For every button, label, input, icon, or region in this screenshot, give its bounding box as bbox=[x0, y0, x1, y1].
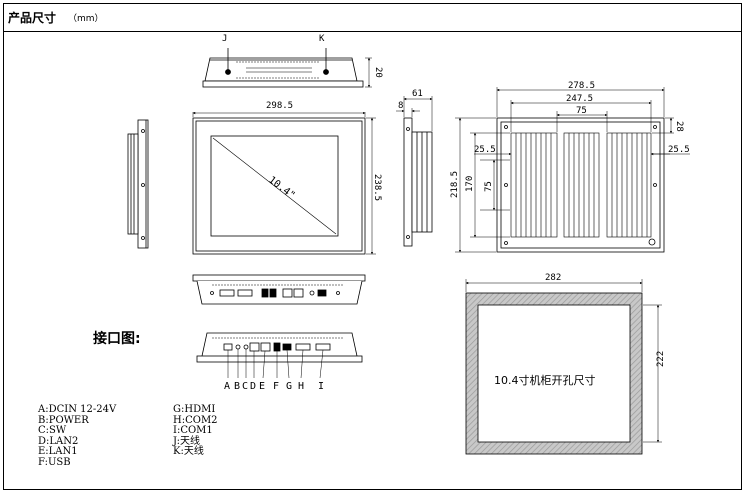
legend-item-a: A:DCIN 12-24V bbox=[38, 404, 117, 415]
side-depth-dim: 61 bbox=[412, 89, 423, 99]
port-letters: A B C D E F G H I bbox=[224, 381, 324, 392]
left-side-view bbox=[127, 119, 149, 249]
heatsink-right bbox=[606, 132, 652, 238]
legend-item-h: H:COM2 bbox=[173, 414, 218, 426]
port-letter-e: E bbox=[259, 381, 265, 392]
legend-column-2: G:HDMI H:COM2 I:COM1 J:天线 K:天线 bbox=[173, 404, 218, 458]
rear-view bbox=[455, 87, 690, 253]
top-view bbox=[202, 48, 372, 88]
port-e-lan1 bbox=[260, 342, 271, 352]
front-view bbox=[192, 111, 376, 255]
heatsink-left bbox=[510, 132, 558, 238]
antenna-k-hole bbox=[323, 69, 329, 75]
cutout-label: 10.4寸机柜开孔尺寸 bbox=[494, 373, 596, 387]
port-letter-d: D bbox=[250, 381, 256, 392]
heatsink-center bbox=[563, 132, 600, 238]
rear-center-gap-dim: 75 bbox=[576, 106, 587, 116]
legend-column-1: A:DCIN 12-24V B:POWER C:SW D:LAN2 E:LAN1… bbox=[38, 404, 117, 468]
rear-right-offset-dim: 25.5 bbox=[668, 145, 690, 155]
rear-hole-span-dim: 247.5 bbox=[566, 94, 593, 104]
drawing-frame: 产品尺寸 （mm） bbox=[3, 3, 742, 490]
interface-view bbox=[196, 332, 363, 379]
port-letter-f: F bbox=[273, 381, 279, 392]
cutout-view bbox=[465, 279, 662, 455]
legend-item-g: G:HDMI bbox=[173, 404, 216, 415]
legend-item-e: E:LAN1 bbox=[38, 446, 78, 457]
legend-item-b: B:POWER bbox=[38, 414, 89, 426]
screen-area bbox=[210, 135, 339, 237]
port-letter-i: I bbox=[318, 381, 324, 392]
front-width-dim: 298.5 bbox=[266, 101, 293, 111]
port-f-usb bbox=[273, 342, 281, 352]
bottom-port-view bbox=[192, 274, 366, 305]
legend-item-f: F:USB bbox=[38, 456, 71, 468]
legend-item-d: D:LAN2 bbox=[38, 435, 79, 447]
legend-item-k: K:天线 bbox=[173, 446, 204, 457]
rear-width-dim: 278.5 bbox=[568, 81, 595, 91]
antenna-j-label: J bbox=[222, 34, 227, 44]
rear-top-offset-dim: 28 bbox=[674, 121, 684, 132]
cutout-height-dim: 222 bbox=[656, 351, 666, 367]
port-letter-g: G bbox=[286, 381, 292, 392]
port-letter-a: A bbox=[224, 381, 230, 392]
legend-item-i: I:COM1 bbox=[173, 425, 213, 436]
port-letter-b: B bbox=[234, 381, 240, 392]
right-side-view bbox=[396, 96, 433, 247]
front-height-dim: 238.5 bbox=[372, 174, 382, 201]
interface-title: 接口图: bbox=[93, 330, 141, 347]
top-height-dim: 20 bbox=[373, 67, 383, 78]
page-title: 产品尺寸 bbox=[8, 11, 57, 25]
rear-height-dim: 218.5 bbox=[450, 171, 460, 198]
port-letter-h: H bbox=[298, 381, 304, 392]
title-bar: 产品尺寸 （mm） bbox=[4, 4, 741, 32]
antenna-j-hole bbox=[225, 69, 231, 75]
port-d-lan2 bbox=[249, 342, 260, 352]
unit-label: （mm） bbox=[68, 14, 104, 24]
rear-left-offset-dim: 25.5 bbox=[474, 145, 496, 155]
antenna-k-label: K bbox=[319, 34, 325, 44]
rear-inner-height-dim: 75 bbox=[484, 181, 494, 192]
side-bezel-dim: 8 bbox=[398, 101, 403, 111]
screen-diagonal bbox=[212, 137, 337, 235]
legend-item-j: J:天线 bbox=[173, 435, 200, 447]
legend-item-c: C:SW bbox=[38, 425, 67, 436]
port-g-hdmi bbox=[282, 343, 292, 351]
cutout-width-dim: 282 bbox=[545, 273, 561, 283]
port-letter-c: C bbox=[242, 381, 248, 392]
rear-hole-height-dim: 170 bbox=[465, 176, 475, 192]
